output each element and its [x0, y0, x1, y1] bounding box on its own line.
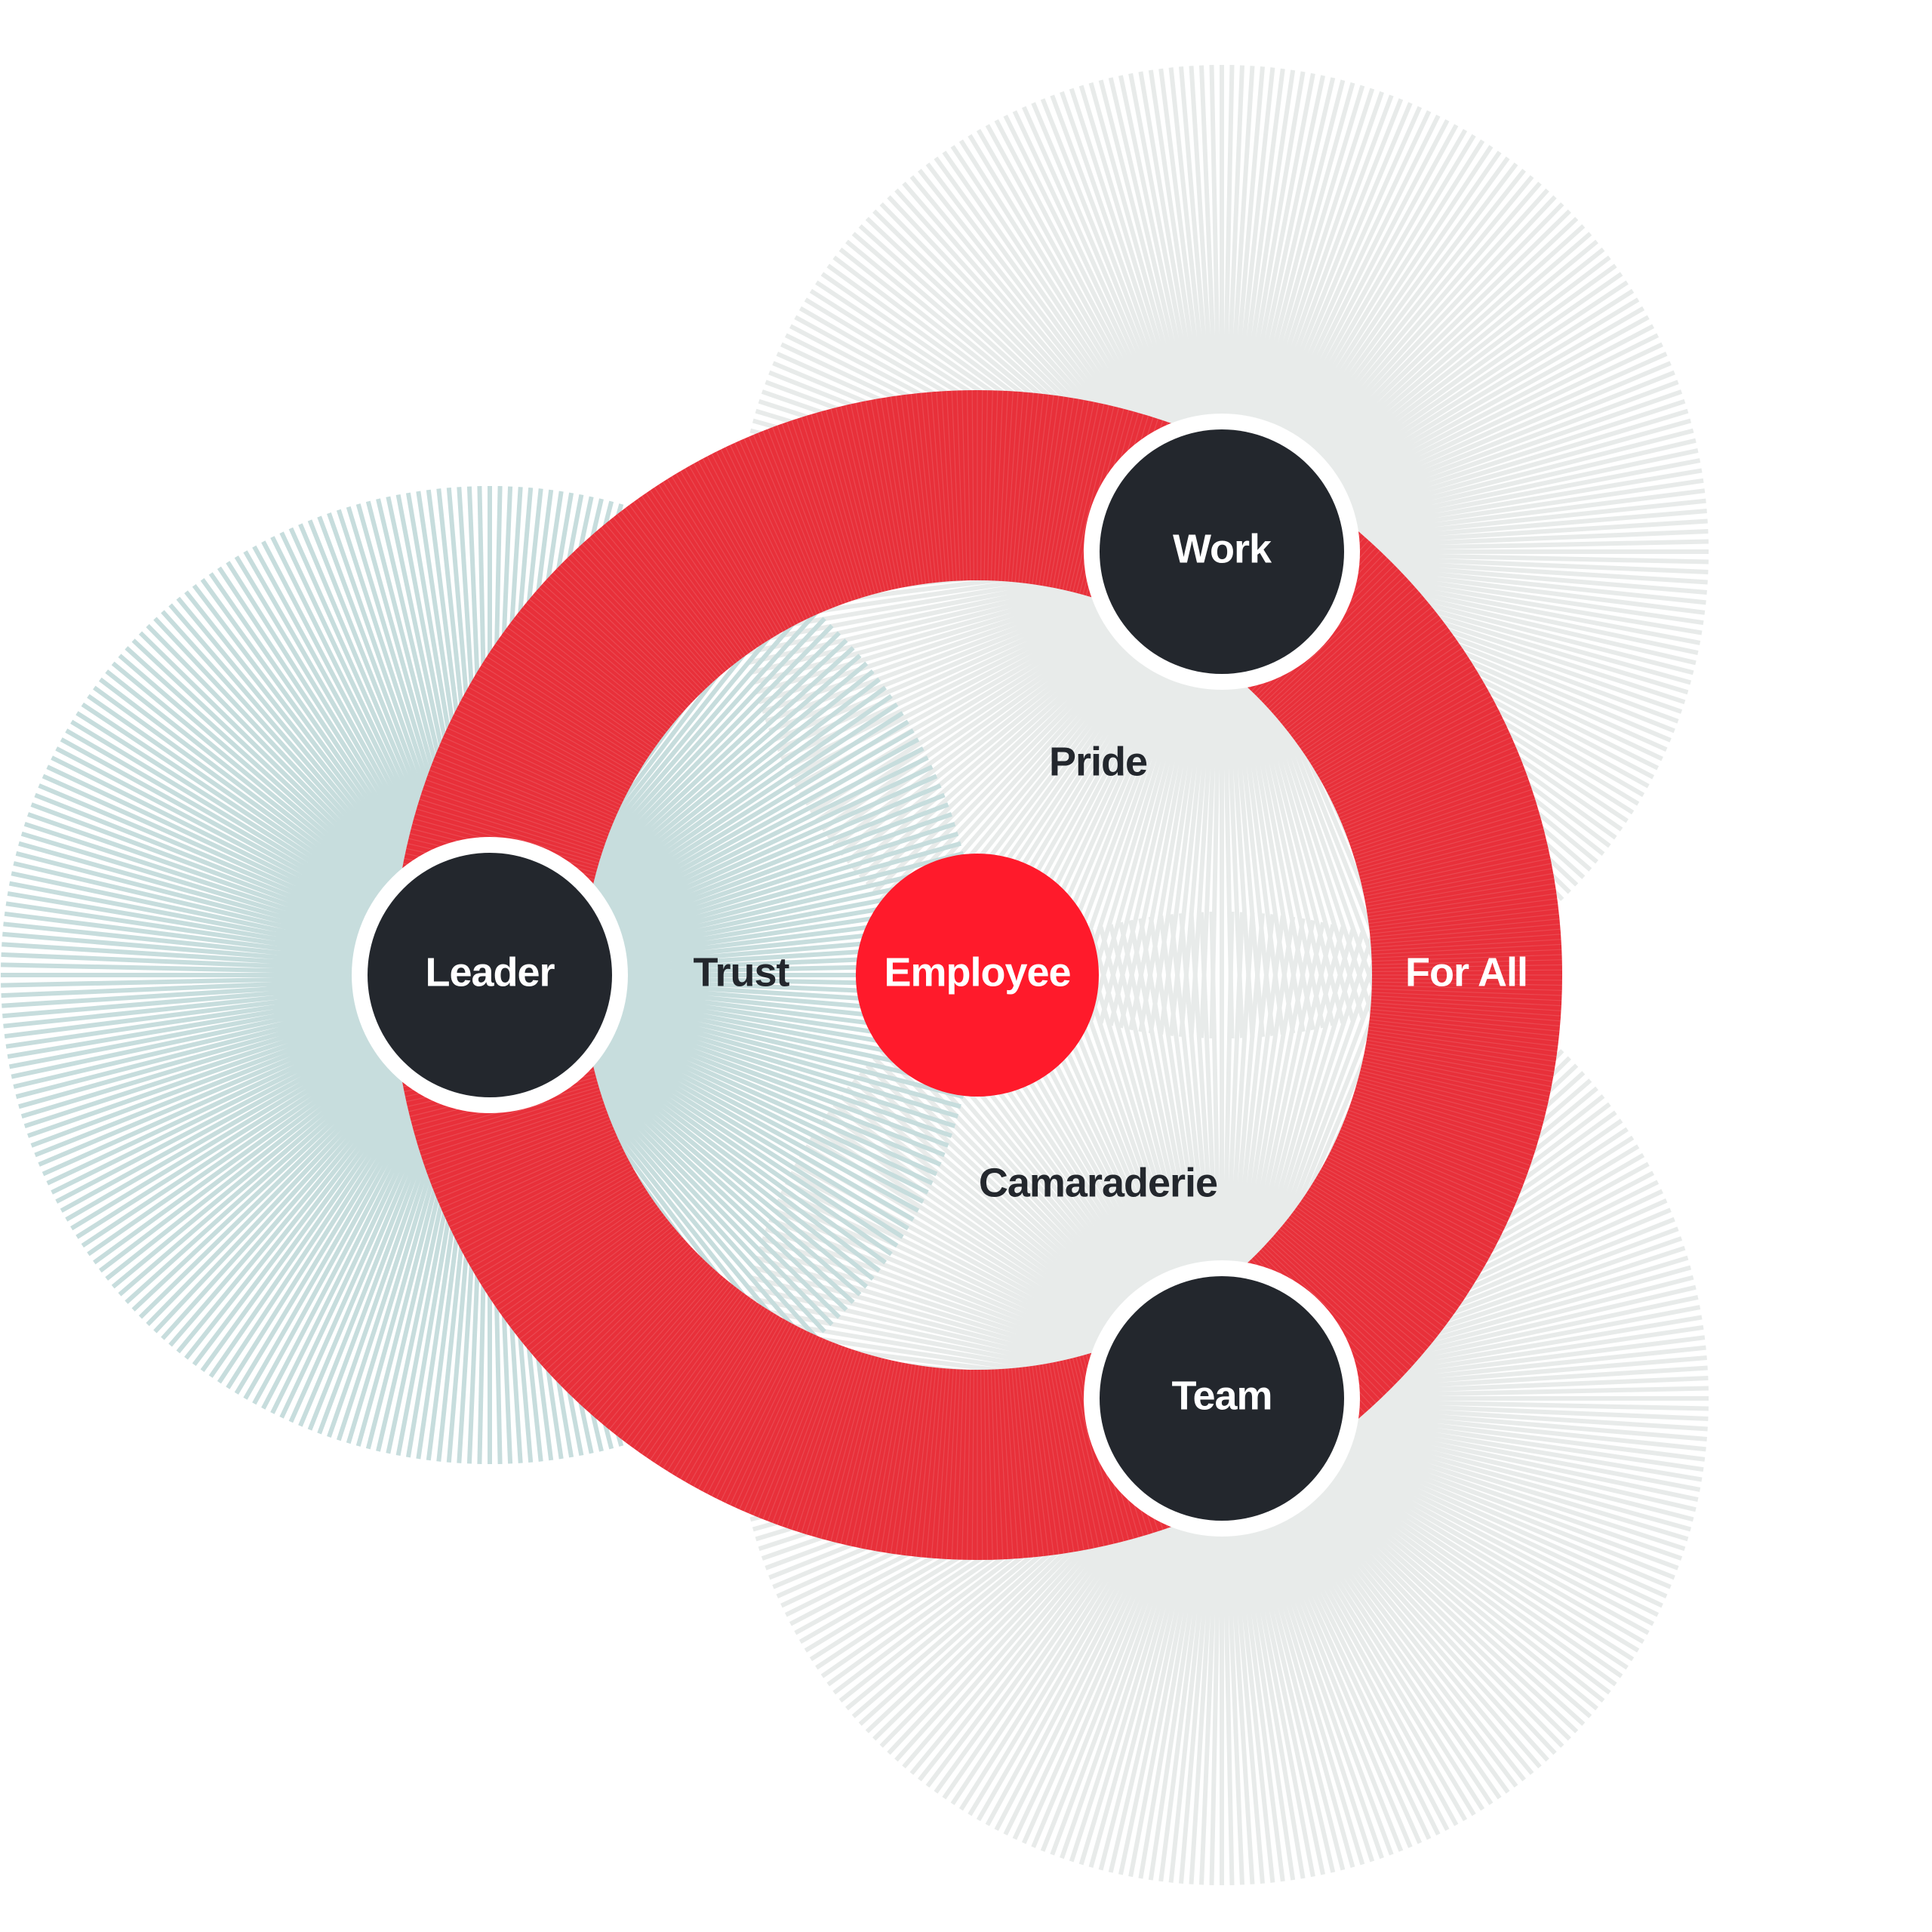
camaraderie-label: Camaraderie: [979, 1160, 1217, 1205]
work-node[interactable]: [1100, 429, 1344, 674]
employee-node[interactable]: [856, 854, 1099, 1097]
team-node[interactable]: [1100, 1276, 1344, 1521]
employee-label: Employee: [884, 949, 1070, 995]
pride-label: Pride: [1049, 739, 1147, 784]
ring-band: [392, 390, 1562, 1560]
for-all-label: For All: [1405, 949, 1527, 995]
team-label: Team: [1171, 1373, 1272, 1418]
leader-label: Leader: [425, 949, 555, 995]
ring-hatch: [392, 389, 1563, 1561]
work-label: Work: [1173, 526, 1272, 571]
leader-node[interactable]: [368, 853, 612, 1097]
trust-label: Trust: [693, 949, 789, 995]
red-ring: [392, 389, 1563, 1561]
